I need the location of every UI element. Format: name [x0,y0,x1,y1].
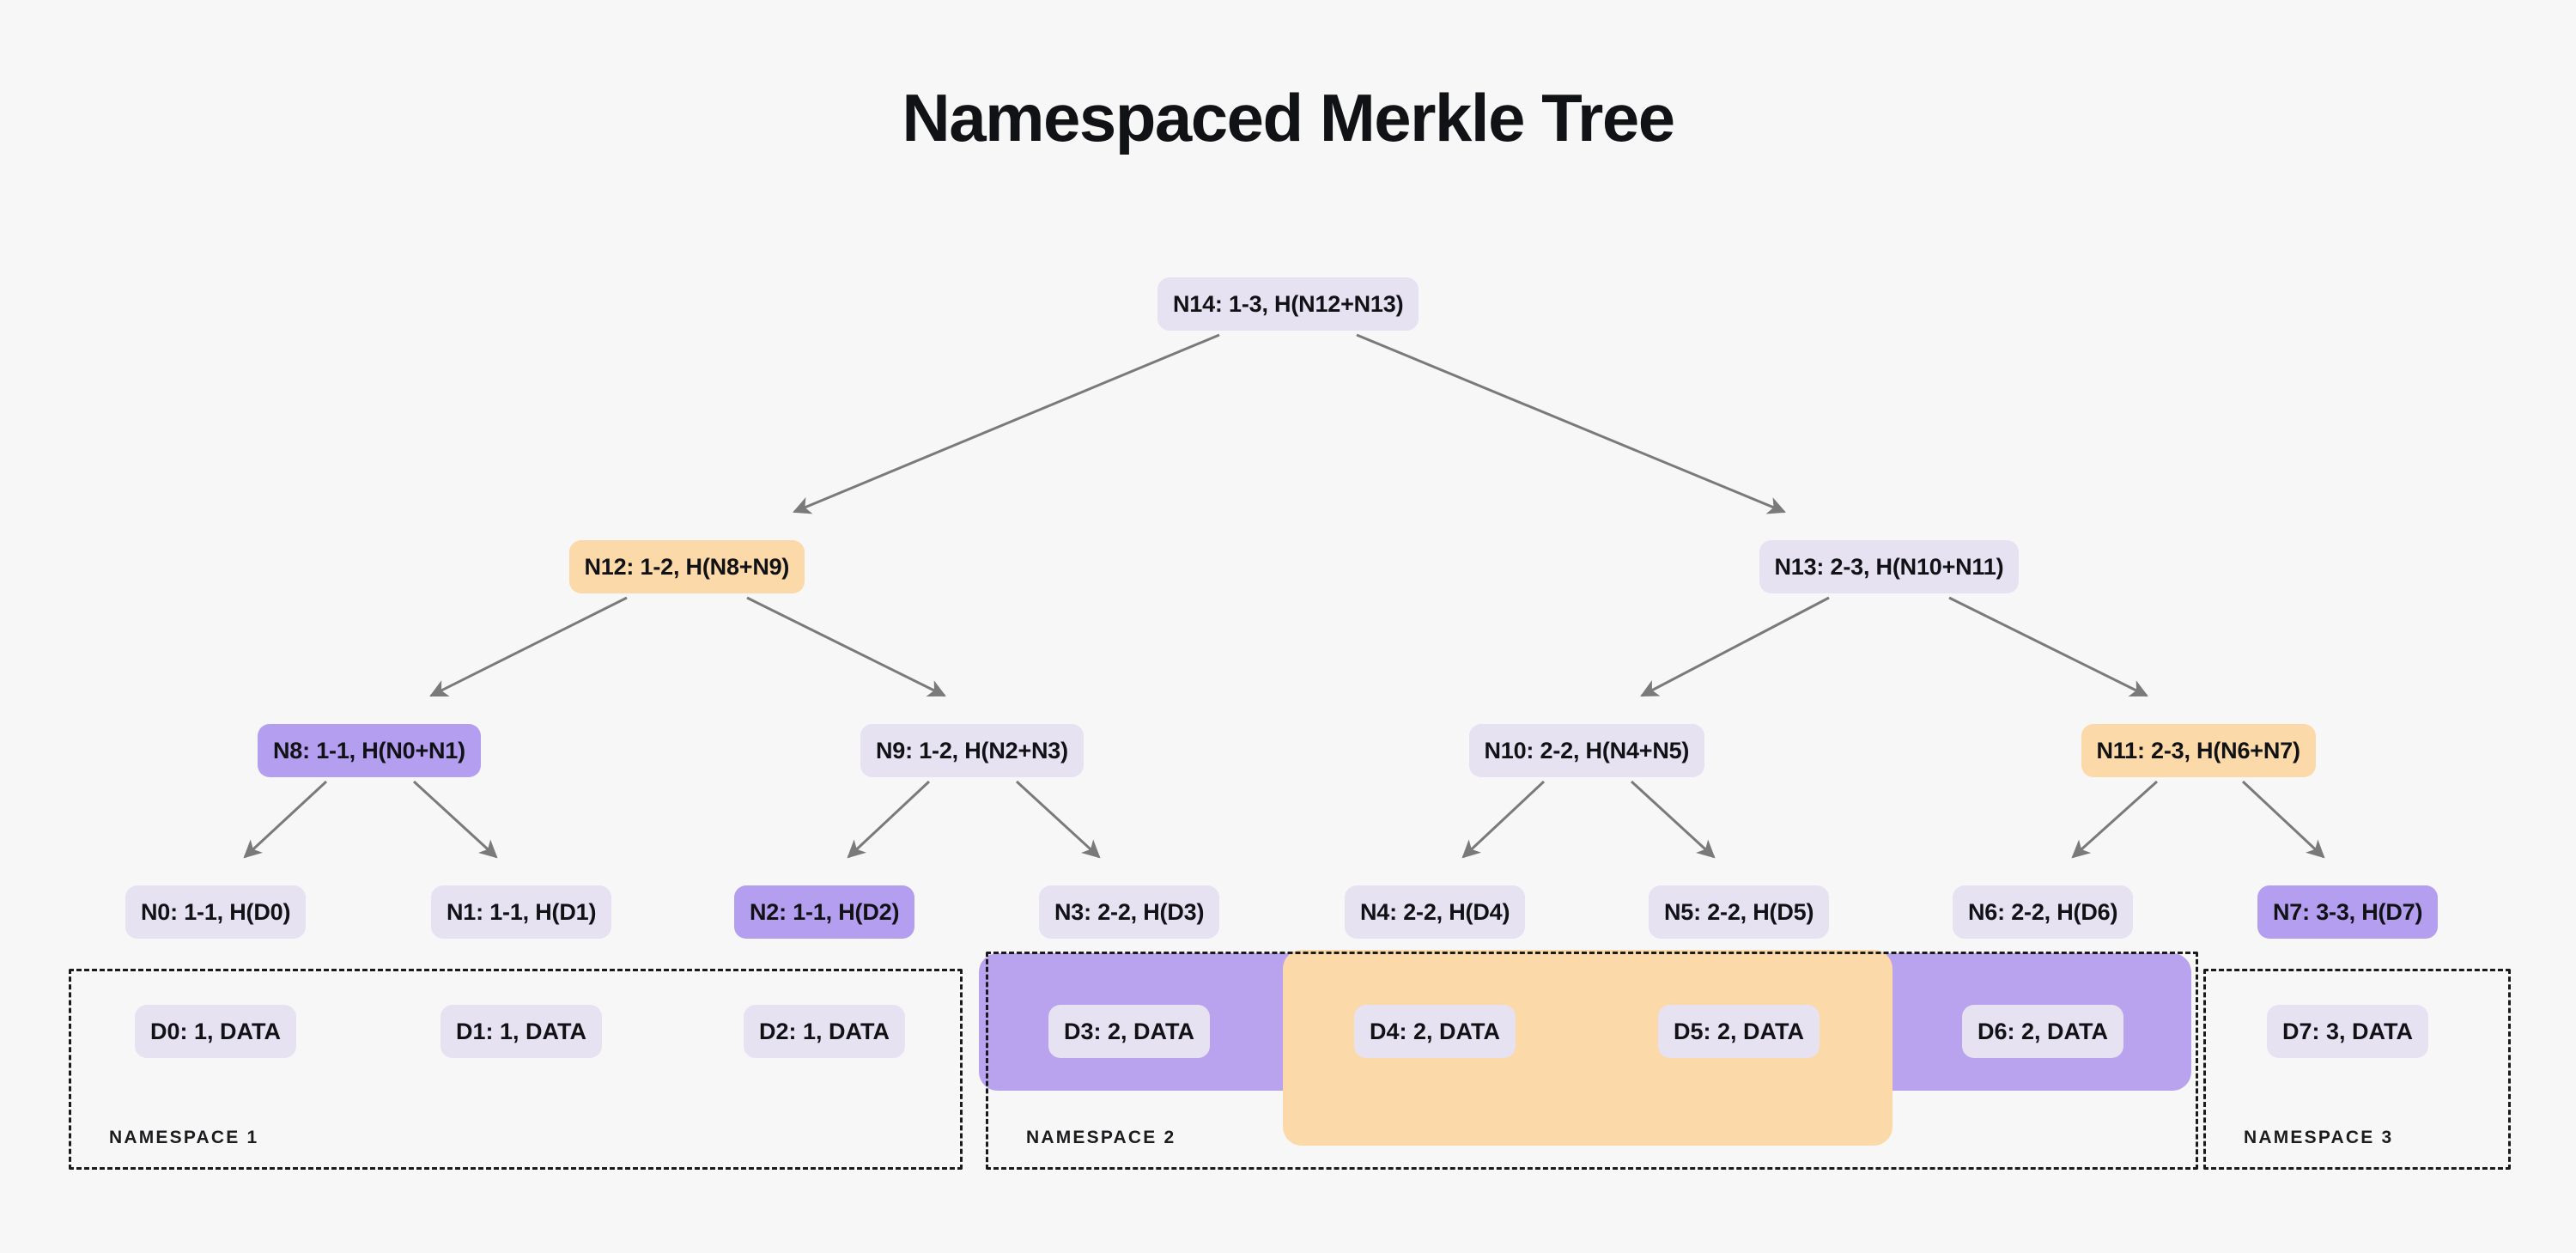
namespace-label-ns3: NAMESPACE 3 [2244,1128,2394,1147]
data-block-d1[interactable]: D1: 1, DATA [440,1005,603,1058]
tree-edge-n10-to-n5 [1630,780,1716,859]
tree-leaf-n2[interactable]: N2: 1-1, H(D2) [734,885,915,939]
tree-edges [243,333,2325,859]
tree-node-n10[interactable]: N10: 2-2, H(N4+N5) [1468,724,1705,777]
page-title: Namespaced Merkle Tree [902,80,1675,155]
tree-leaf-n3[interactable]: N3: 2-2, H(D3) [1039,885,1220,939]
namespace-box-ns2: NAMESPACE 2 [986,952,2198,1170]
tree-leaf-n6[interactable]: N6: 2-2, H(D6) [1953,885,2134,939]
tree-edge-n8-to-n1 [412,780,498,859]
tree-node-n11[interactable]: N11: 2-3, H(N6+N7) [2081,724,2316,777]
tree-node-n14[interactable]: N14: 1-3, H(N12+N13) [1157,277,1419,331]
tree-edge-n14-to-n13 [1356,333,1786,514]
tree-node-n13[interactable]: N13: 2-3, H(N10+N11) [1759,540,2020,593]
tree-node-n8[interactable]: N8: 1-1, H(N0+N1) [258,724,481,777]
data-block-d5[interactable]: D5: 2, DATA [1658,1005,1820,1058]
tree-node-n9[interactable]: N9: 1-2, H(N2+N3) [860,724,1084,777]
namespace-label-ns2: NAMESPACE 2 [1026,1128,1176,1147]
tree-edge-n11-to-n7 [2241,780,2325,859]
data-block-d6[interactable]: D6: 2, DATA [1962,1005,2124,1058]
tree-edge-n13-to-n11 [1948,596,2148,697]
tree-edge-n10-to-n4 [1461,780,1546,859]
data-block-d2[interactable]: D2: 1, DATA [744,1005,906,1058]
tree-edge-n14-to-n12 [793,333,1220,514]
tree-edge-n13-to-n10 [1640,596,1830,697]
tree-leaf-n4[interactable]: N4: 2-2, H(D4) [1345,885,1526,939]
namespace-label-ns1: NAMESPACE 1 [109,1128,259,1147]
tree-leaf-n1[interactable]: N1: 1-1, H(D1) [431,885,612,939]
tree-node-n12[interactable]: N12: 1-2, H(N8+N9) [568,540,805,593]
tree-leaf-n7[interactable]: N7: 3-3, H(D7) [2257,885,2439,939]
tree-edge-n9-to-n2 [847,780,931,859]
tree-edge-n11-to-n6 [2071,780,2159,859]
data-block-d0[interactable]: D0: 1, DATA [135,1005,297,1058]
tree-leaf-n0[interactable]: N0: 1-1, H(D0) [125,885,307,939]
tree-edge-n12-to-n9 [746,596,946,697]
namespace-box-ns3: NAMESPACE 3 [2203,969,2511,1170]
tree-edge-n8-to-n0 [243,780,328,859]
data-block-d7[interactable]: D7: 3, DATA [2267,1005,2429,1058]
data-block-d4[interactable]: D4: 2, DATA [1354,1005,1516,1058]
namespace-box-ns1: NAMESPACE 1 [69,969,963,1170]
tree-edge-n9-to-n3 [1015,780,1101,859]
tree-leaf-n5[interactable]: N5: 2-2, H(D5) [1649,885,1830,939]
data-block-d3[interactable]: D3: 2, DATA [1048,1005,1211,1058]
tree-edge-n12-to-n8 [429,596,628,697]
